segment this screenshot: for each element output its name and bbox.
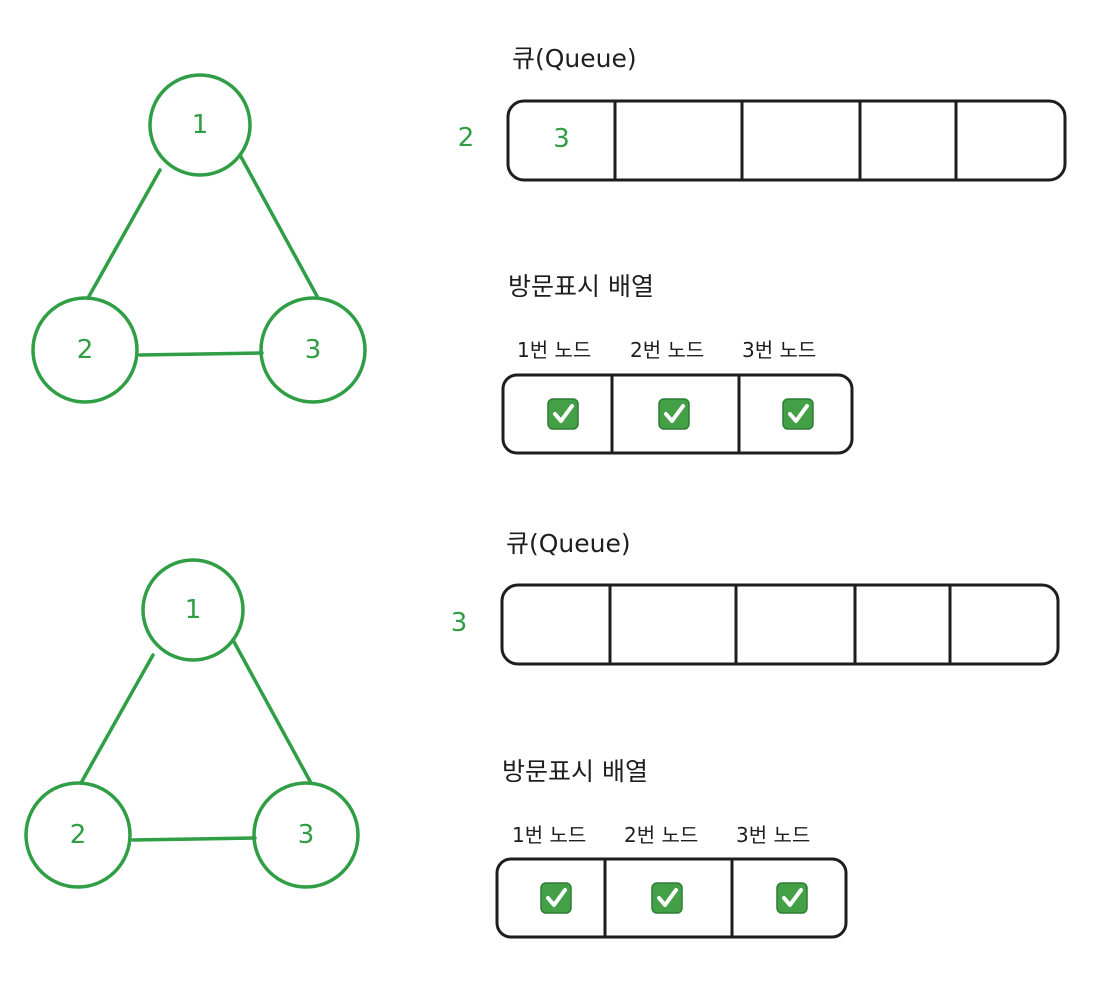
bfs-step-panel: 1 2 3 큐(Queue) 2 3 방문표시 배열 1번 노드 2번 노드 3번 노드	[31, 44, 1067, 455]
current-node-label: 2	[458, 123, 475, 153]
check-mark-icon	[651, 882, 683, 914]
graph-node-circle	[24, 781, 132, 889]
graph-edge	[131, 836, 257, 842]
visited-node-label: 3번 노드	[736, 823, 810, 847]
graph-node-circle	[141, 558, 245, 662]
graph-node-circle	[252, 781, 360, 889]
visited-node-label: 2번 노드	[630, 338, 704, 362]
queue-box	[506, 99, 1067, 182]
queue-cell: 3	[553, 124, 570, 154]
graph-node-circle	[259, 296, 367, 404]
graph-node-label: 1	[185, 595, 202, 625]
graph: 1 2 3	[24, 558, 360, 889]
check-mark-icon	[782, 398, 814, 430]
graph-node-circle	[148, 73, 252, 177]
visited-node-label: 3번 노드	[742, 338, 816, 362]
visited-node-label: 1번 노드	[512, 823, 586, 847]
check-mark-icon	[776, 882, 808, 914]
graph-edge	[138, 351, 264, 357]
graph-node-label: 2	[77, 335, 94, 365]
graph: 1 2 3	[31, 73, 367, 404]
graph-node-circle	[31, 296, 139, 404]
graph-node-label: 3	[305, 335, 322, 365]
visited-node-label: 1번 노드	[517, 338, 591, 362]
graph-edge	[79, 653, 155, 785]
graph-node-label: 1	[192, 110, 209, 140]
queue-title: 큐(Queue)	[506, 529, 631, 558]
check-mark-icon	[547, 398, 579, 430]
graph-node-label: 3	[298, 820, 315, 850]
current-node-label: 3	[451, 608, 468, 638]
bfs-step-panel: 1 2 3 큐(Queue) 3 방문표시 배열 1번 노드 2번 노드 3번 노드	[24, 529, 1060, 939]
check-mark-icon	[658, 398, 690, 430]
graph-edge	[238, 153, 320, 300]
graph-edge	[86, 168, 162, 300]
visited-title: 방문표시 배열	[502, 757, 648, 786]
queue-title: 큐(Queue)	[512, 44, 637, 73]
queue-box	[500, 583, 1060, 666]
graph-edge	[231, 638, 313, 785]
visited-array-box	[495, 857, 848, 939]
visited-node-label: 2번 노드	[624, 823, 698, 847]
check-mark-icon	[540, 882, 572, 914]
visited-title: 방문표시 배열	[508, 272, 654, 301]
visited-array-box	[501, 373, 854, 455]
graph-node-label: 2	[70, 820, 87, 850]
